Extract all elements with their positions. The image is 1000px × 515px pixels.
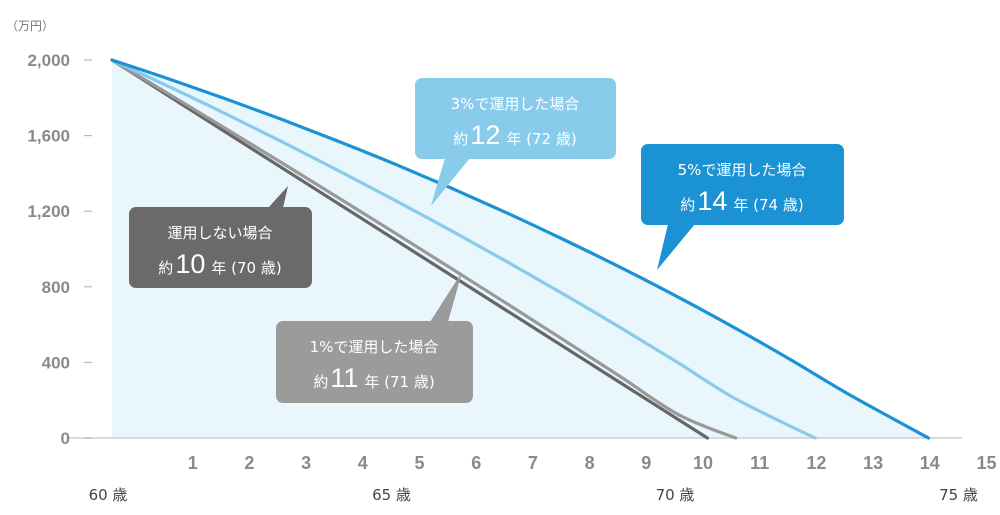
x-tick-label: 14 <box>920 453 940 473</box>
y-tick-label: 0 <box>61 429 70 448</box>
annotation-pointer <box>430 272 462 322</box>
annotation-box <box>276 321 473 403</box>
y-tick-label: 800 <box>42 278 70 297</box>
x-tick-label: 12 <box>806 453 826 473</box>
annotation-box <box>129 207 312 288</box>
series-line-r1 <box>110 58 738 440</box>
annotation-title: 運用しない場合 <box>167 224 272 242</box>
annotation-suffix: 年 (74 歳) <box>733 196 803 214</box>
y-tick-label: 1,200 <box>27 202 70 221</box>
x-tick-label: 9 <box>641 453 651 473</box>
annotation-years: 14 <box>697 186 727 216</box>
annotation-pointer <box>657 224 695 270</box>
annotation-title: 1%で運用した場合 <box>310 338 439 356</box>
x-tick-label: 2 <box>244 453 254 473</box>
annotation-prefix: 約 <box>680 196 695 214</box>
age-label: 65 歳 <box>372 486 411 504</box>
x-tick-label: 13 <box>863 453 883 473</box>
annotation-result: 約11 年 (71 歳) <box>313 363 434 393</box>
age-label: 60 歳 <box>89 486 128 504</box>
annotation-result: 約10 年 (70 歳) <box>158 249 281 279</box>
annotation-title: 3%で運用した場合 <box>451 95 580 113</box>
annotation-prefix: 約 <box>313 373 328 391</box>
x-tick-label: 5 <box>414 453 424 473</box>
annotation-years: 11 <box>330 363 358 393</box>
annotation-result: 約12 年 (72 歳) <box>453 120 576 150</box>
annotation-years: 10 <box>175 249 205 279</box>
annotation-box <box>415 78 616 159</box>
series-line-r5 <box>110 58 931 440</box>
x-tick-label: 15 <box>976 453 996 473</box>
series-lines <box>110 58 931 440</box>
annotation-pointer <box>431 158 470 206</box>
annotation-box <box>641 144 844 225</box>
annotation-years: 12 <box>470 120 500 150</box>
x-tick-label: 11 <box>750 453 769 473</box>
age-label: 70 歳 <box>656 486 695 504</box>
x-tick-label: 8 <box>585 453 595 473</box>
series-line-r3 <box>110 58 817 440</box>
y-unit-label: （万円） <box>6 19 54 33</box>
age-label: 75 歳 <box>939 486 978 504</box>
x-tick-label: 6 <box>471 453 481 473</box>
y-tick-label: 400 <box>42 353 70 372</box>
y-tick-label: 2,000 <box>27 51 70 70</box>
annotation-pointer <box>268 186 288 208</box>
annotation-prefix: 約 <box>158 259 173 277</box>
annotation-suffix: 年 (72 歳) <box>506 130 576 148</box>
x-tick-label: 7 <box>528 453 538 473</box>
annotation-title: 5%で運用した場合 <box>678 161 807 179</box>
annotation-suffix: 年 (70 歳) <box>211 259 281 277</box>
x-tick-label: 1 <box>188 453 198 473</box>
annotation-result: 約14 年 (74 歳) <box>680 186 803 216</box>
x-tick-label: 3 <box>301 453 311 473</box>
x-tick-label: 10 <box>693 453 713 473</box>
y-tick-label: 1,600 <box>27 127 70 146</box>
series-line-none <box>110 58 709 440</box>
annotation-prefix: 約 <box>453 130 468 148</box>
x-tick-label: 4 <box>358 453 368 473</box>
annotation-suffix: 年 (71 歳) <box>364 373 434 391</box>
